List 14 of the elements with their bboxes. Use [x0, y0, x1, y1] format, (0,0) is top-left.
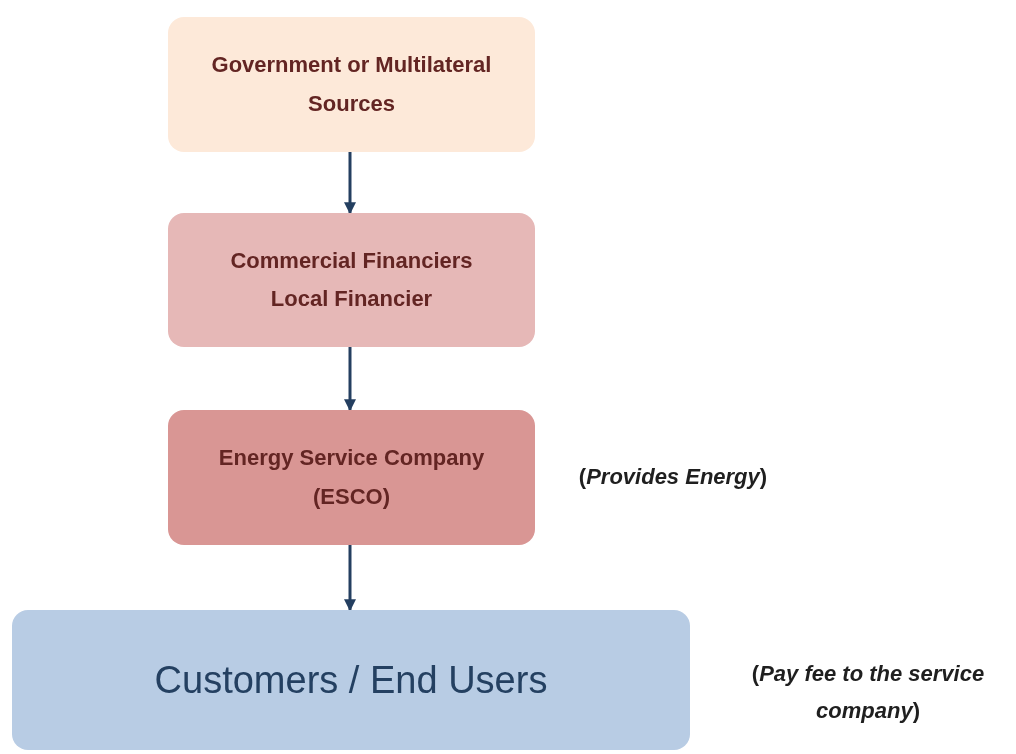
- arrow: [344, 152, 356, 215]
- box-label: Government or Multilateral Sources: [210, 51, 493, 118]
- process-box: [12, 610, 690, 750]
- box-label: Customers / End Users: [153, 657, 549, 703]
- box-label: Energy Service Company (ESCO): [217, 444, 486, 511]
- side-note: (Provides Energy): [577, 463, 769, 491]
- process-box: [168, 213, 535, 347]
- arrow: [344, 347, 356, 412]
- process-box: [168, 410, 535, 545]
- box-label: Local Financier: [269, 285, 434, 313]
- arrow: [344, 545, 356, 612]
- process-box: [168, 17, 535, 152]
- side-note: (Pay fee to the service company): [750, 660, 986, 726]
- box-label: Commercial Financiers: [229, 246, 474, 275]
